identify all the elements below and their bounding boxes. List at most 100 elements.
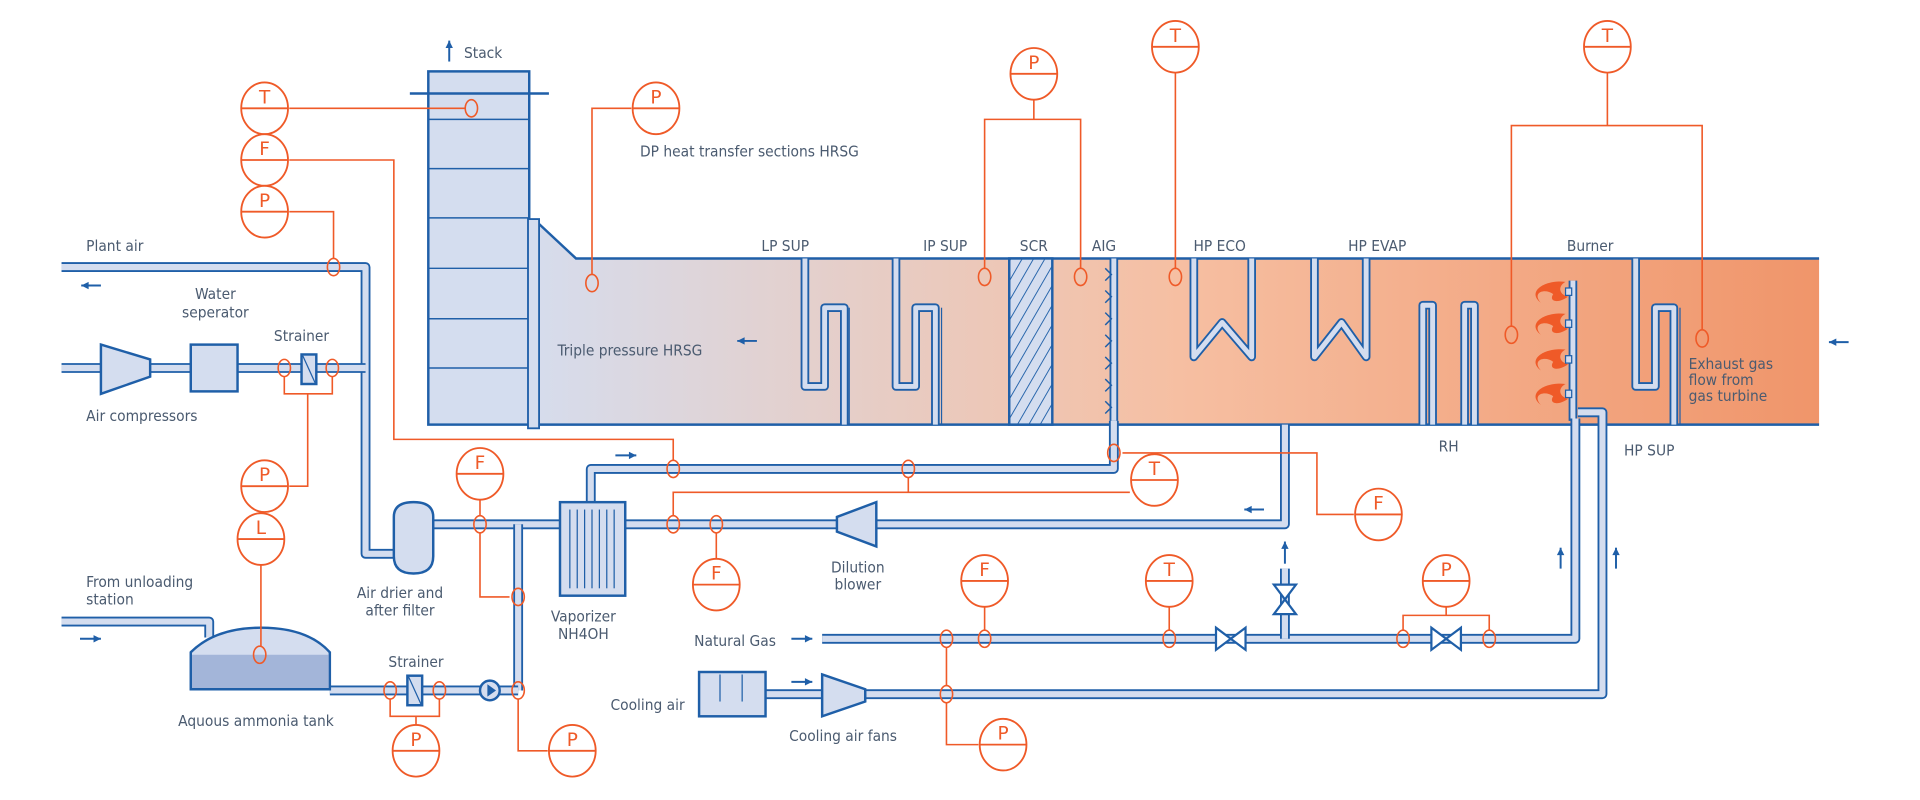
signal-line: [983, 98, 1082, 269]
label-drier-1: Air drier and: [357, 584, 443, 602]
plant-air-pipe: [61, 264, 394, 557]
aig-nozzle: [1104, 267, 1113, 282]
sensor-tap-point: [325, 358, 340, 378]
label-lp-sup: LP SUP: [761, 237, 809, 255]
stack: [427, 70, 531, 426]
sensor-tap-point: [432, 681, 447, 700]
plant-air-arrow-head: [81, 281, 89, 290]
level-instrument-letter: L: [256, 518, 267, 539]
pressure-instrument-letter: P: [259, 191, 270, 212]
sensor-tap-point: [1073, 267, 1088, 287]
sensor-tap-point: [939, 684, 954, 704]
signal-line: [479, 498, 510, 598]
lp-sup-tube: [802, 258, 847, 425]
label-burner: Burner: [1567, 237, 1614, 255]
aig-nozzle: [1104, 289, 1113, 304]
gas-valve-1: [1214, 625, 1247, 653]
signal-line: [672, 477, 1130, 516]
pressure-instrument-letter: P: [998, 724, 1009, 745]
sensor-tap-point: [939, 629, 954, 649]
label-cooling-fans: Cooling air fans: [789, 727, 897, 745]
sensor-tap-point: [511, 587, 526, 607]
sensor-tap-point: [464, 98, 479, 118]
unloading-arrow-head: [93, 635, 101, 643]
sensor-tap-point: [709, 514, 724, 534]
label-vap-2: NH4OH: [558, 625, 609, 643]
label-exhaust-1: Exhaust gas: [1689, 355, 1773, 373]
temperature-instrument-letter: T: [1169, 26, 1182, 47]
sensor-tap-point: [1396, 629, 1411, 649]
label-water-sep-1: Water: [195, 285, 236, 303]
sensor-tap-point: [1168, 267, 1183, 287]
sensor-tap-point: [666, 514, 681, 534]
signal-line: [289, 159, 675, 461]
vent-arrow-head: [1281, 541, 1289, 549]
sensor-tap-point: [1106, 443, 1121, 463]
sensor-tap-point: [1504, 325, 1519, 345]
label-dil-1: Dilution: [831, 558, 885, 576]
sensor-tap-point: [1162, 629, 1177, 649]
label-strainer-top: Strainer: [274, 327, 329, 345]
burner-nozzle: [1564, 389, 1573, 399]
signal-line: [591, 107, 632, 275]
flow-instrument-letter: F: [1373, 494, 1384, 515]
sensor-tap-point: [901, 459, 916, 479]
label-tank: Aquous ammonia tank: [178, 712, 334, 730]
pressure-instrument-letter: P: [410, 730, 421, 751]
sensor-tap-point: [585, 273, 599, 293]
flow-instrument-letter: F: [475, 453, 486, 474]
burner-nozzle: [1564, 355, 1573, 364]
burner-gas-arrow-head: [1556, 547, 1565, 556]
label-dp: DP heat transfer sections HRSG: [640, 142, 859, 160]
scr-catalyst: [1008, 257, 1054, 426]
label-strainer-bottom: Strainer: [388, 653, 443, 671]
hp-sup-tube: [1633, 258, 1677, 425]
signal-line: [1510, 71, 1703, 330]
hp-eco-tube: [1191, 258, 1255, 360]
flow-instrument-letter: F: [259, 139, 270, 160]
sensor-tap-point: [277, 358, 292, 378]
sensor-tap-point: [473, 514, 487, 534]
vent-valve: [1271, 583, 1299, 616]
signal-line: [289, 210, 335, 259]
label-exhaust-2: flow from: [1689, 371, 1754, 389]
label-water-sep-2: seperator: [182, 304, 249, 322]
cooling-air-arrow-head: [804, 678, 813, 686]
unloading-pipe: [61, 618, 213, 638]
dilution-blower: [835, 500, 878, 549]
signal-line: [1122, 452, 1354, 516]
aig-nozzle: [1104, 400, 1113, 415]
natural-gas-arrow-head: [804, 635, 813, 643]
temperature-instrument-letter: T: [1601, 26, 1614, 47]
flame-icon: [1535, 313, 1568, 335]
ip-sup-tube: [893, 258, 938, 425]
temperature-instrument-letter: T: [1148, 459, 1161, 480]
label-ip-sup: IP SUP: [923, 237, 967, 255]
air-compressor: [99, 342, 152, 396]
sensor-tap-point: [977, 267, 992, 287]
signal-line: [283, 376, 334, 487]
sensor-tap-point: [1695, 329, 1710, 348]
hp-evap-tube: [1312, 258, 1369, 360]
aig-nozzle: [1104, 356, 1113, 370]
dilution-pipe-outline: [625, 424, 1290, 530]
dilution-pipe: [625, 424, 1288, 528]
hrsg-inlet-plate: [527, 218, 540, 430]
label-exhaust-3: gas turbine: [1689, 387, 1768, 405]
cooling-air-filter: [697, 670, 767, 718]
flow-instrument-letter: F: [711, 564, 722, 585]
flame-icon: [1535, 349, 1568, 371]
rh-tube-2: [1462, 302, 1477, 425]
water-separator: [189, 343, 239, 393]
label-drier-2: after filter: [365, 601, 435, 619]
cooling-air-pipe: [765, 409, 1606, 698]
strainer-element: [302, 355, 316, 384]
label-unload-1: From unloading: [86, 573, 193, 591]
burner-nozzle: [1564, 287, 1573, 297]
flame-icon: [1535, 383, 1568, 405]
label-cooling-air: Cooling air: [610, 696, 685, 714]
label-unload-2: station: [86, 590, 134, 608]
label-stack: Stack: [464, 44, 502, 62]
exhaust-inlet-arrow-head: [1828, 338, 1837, 346]
